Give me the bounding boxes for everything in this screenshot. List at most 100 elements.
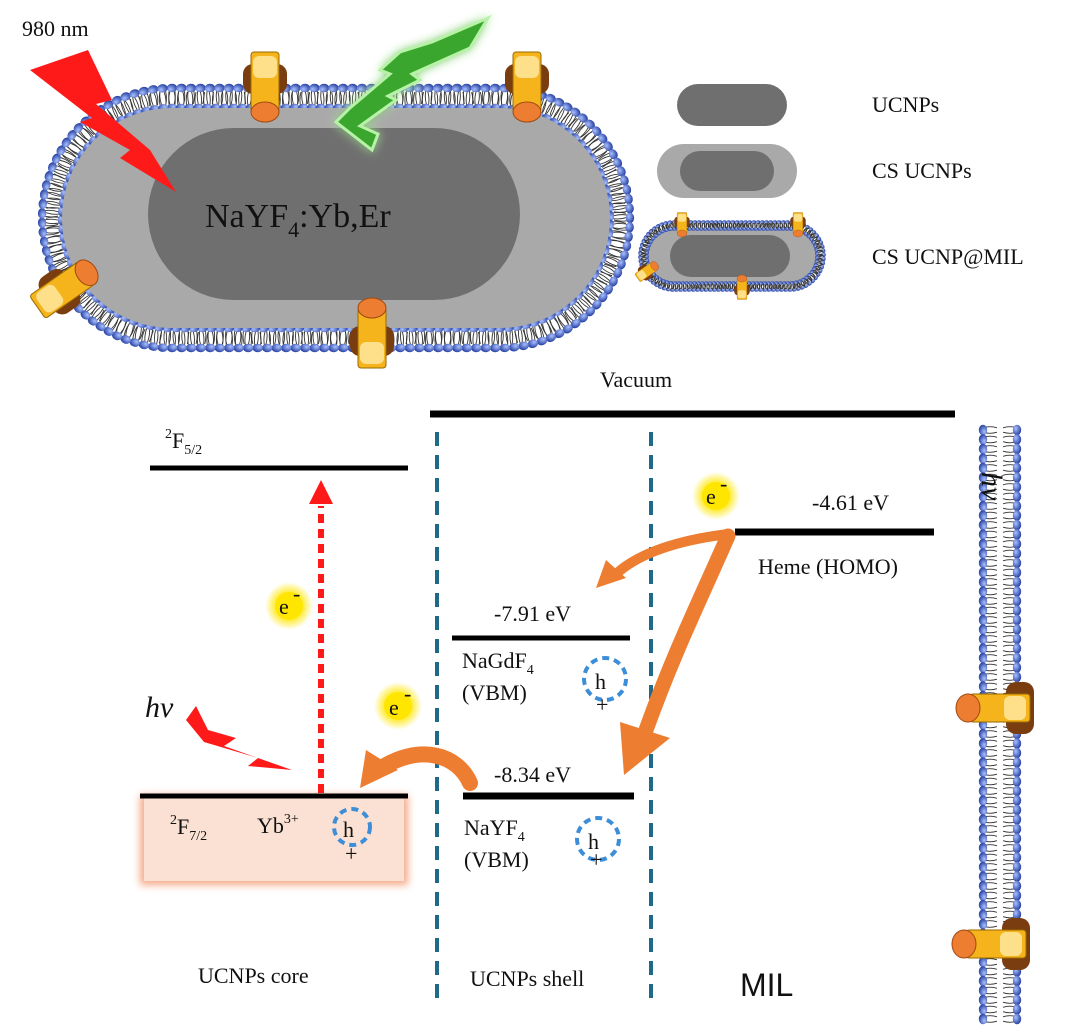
lipid-head <box>73 123 84 133</box>
lipid-head <box>978 890 988 901</box>
lipid-head <box>394 343 406 353</box>
lipid-head <box>61 137 71 148</box>
lipid-head <box>1012 605 1022 616</box>
electron-heme: e - <box>692 471 740 520</box>
lipid-head <box>261 343 273 353</box>
lipid-head <box>978 614 988 626</box>
lipid-head <box>309 83 320 93</box>
lipid-head <box>1012 975 1022 987</box>
particle-illustration: NaYF4:Yb,Er 980 nm <box>22 14 635 369</box>
lipid-head <box>978 681 988 692</box>
transfer-arrow-nayf4-to-core <box>370 746 478 791</box>
lipid-head <box>39 236 49 247</box>
lipid-head <box>103 326 114 336</box>
lipid-head <box>1012 766 1022 778</box>
lipid-head <box>214 343 225 353</box>
lipid-head <box>657 277 663 282</box>
red-lightning-icon <box>30 50 176 192</box>
lipid-head <box>328 83 339 93</box>
lipid-head <box>432 343 444 353</box>
lipid-head <box>978 424 988 436</box>
lipid-head <box>87 316 98 326</box>
lipid-head <box>442 83 453 93</box>
lipid-head <box>978 842 988 854</box>
lipid-head <box>617 259 626 270</box>
lipid-head <box>499 343 510 353</box>
lipid-head <box>1012 567 1022 578</box>
lipid-head <box>1012 776 1022 787</box>
lipid-head <box>545 93 556 103</box>
lipid-head <box>978 652 988 664</box>
lipid-head <box>1012 1004 1022 1015</box>
legend-cs-ucnp-mil-label: CS UCNP@MIL <box>872 244 1024 269</box>
lipid-head <box>1012 491 1022 502</box>
core-box <box>144 797 404 881</box>
lipid-head <box>337 343 349 353</box>
lipid-head <box>585 306 596 317</box>
lipid-head <box>608 276 618 287</box>
lipid-head <box>978 909 988 920</box>
lipid-head <box>813 262 818 268</box>
excitation-label: 980 nm <box>22 16 89 41</box>
lipid-head <box>461 343 472 353</box>
lipid-head <box>1012 738 1022 749</box>
lipid-head <box>1012 852 1022 863</box>
lipid-head <box>290 83 301 93</box>
lipid-head <box>1012 538 1022 550</box>
region-core-label: UCNPs core <box>198 963 309 988</box>
lipid-head <box>1012 500 1022 512</box>
lipid-head <box>252 343 263 353</box>
lipid-head <box>608 149 618 160</box>
lipid-head <box>978 462 988 474</box>
lipid-head <box>1012 443 1022 455</box>
lipid-head <box>470 343 482 353</box>
lipid-head <box>978 1013 988 1025</box>
svg-text:e: e <box>389 695 399 720</box>
lipid-head <box>545 333 556 343</box>
lipid-head <box>404 343 415 353</box>
lipid-head <box>624 193 633 205</box>
lipid-head <box>667 227 673 232</box>
transfer-arrow-heme-to-nagdf4 <box>611 529 733 579</box>
lipid-head <box>1012 880 1022 892</box>
lipid-head <box>622 184 632 195</box>
lipid-head <box>120 335 131 344</box>
lipid-head <box>148 342 159 351</box>
lipid-head <box>489 343 501 353</box>
lipid-head <box>625 212 635 224</box>
lipid-head <box>978 538 988 550</box>
lipid-head <box>1012 633 1022 645</box>
membrane-protein-icon <box>30 259 99 318</box>
lipid-head <box>451 343 463 353</box>
lipid-head <box>978 519 988 531</box>
lipid-head <box>480 83 491 93</box>
lipid-head <box>978 491 988 502</box>
svg-text:+: + <box>596 692 608 717</box>
lipid-head <box>978 880 988 892</box>
lipid-head <box>185 343 197 353</box>
lipid-head <box>978 747 988 759</box>
lipid-head <box>554 329 565 339</box>
lipid-head <box>1012 814 1022 825</box>
photon-lightning-icon <box>186 706 292 770</box>
membrane-protein-icon <box>951 918 1030 970</box>
vacuum-label: Vacuum <box>600 367 672 392</box>
transfer-arrow-heme-to-nagdf4-head <box>596 560 626 588</box>
lipid-head <box>432 83 444 93</box>
f52-label: 2F5/2 <box>165 427 202 458</box>
lipid-head <box>223 83 235 93</box>
svg-text:+: + <box>345 841 357 866</box>
lipid-head <box>592 126 602 136</box>
lipid-head <box>518 341 529 351</box>
lipid-head <box>647 242 652 248</box>
lipid-head <box>1012 747 1022 759</box>
lipid-head <box>1012 833 1022 844</box>
legend-cs-ucnp-mil-swatch <box>634 212 826 300</box>
lipid-head <box>337 83 349 93</box>
lipid-head <box>1012 671 1022 683</box>
lipid-head <box>978 899 988 911</box>
lipid-head <box>1012 795 1022 806</box>
membrane-protein-icon <box>634 261 659 282</box>
lipid-head <box>978 605 988 616</box>
lipid-head <box>598 292 608 303</box>
